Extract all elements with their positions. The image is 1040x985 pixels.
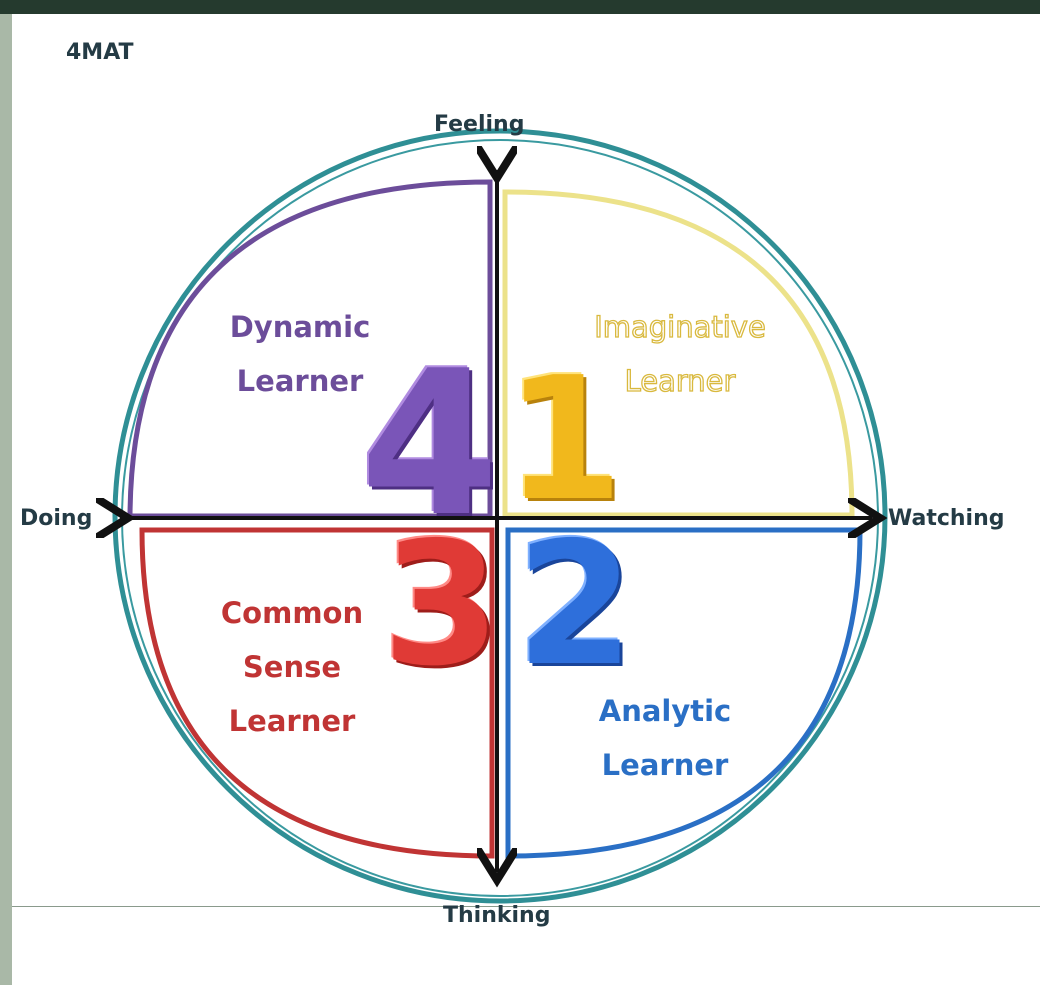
label-line: Learner	[228, 704, 356, 738]
quadrant-4-dynamic	[127, 179, 493, 519]
axis-label-doing: Doing	[20, 506, 93, 531]
diagram-title: 4MAT	[66, 40, 134, 65]
label-common-sense-learner: Common Sense Learner	[192, 586, 392, 748]
quadrant-number-1: 1	[505, 341, 624, 539]
quadrant-number-3: 3	[382, 506, 501, 704]
quadrant-2-analytic	[505, 527, 863, 859]
axis-label-feeling: Feeling	[434, 112, 525, 137]
card-divider	[12, 906, 1040, 907]
axis-label-thinking: Thinking	[443, 903, 551, 928]
label-line: Learner	[624, 363, 736, 398]
label-analytic-learner: Analytic Learner	[565, 684, 765, 792]
label-line: Learner	[601, 748, 729, 782]
label-line: Sense	[242, 650, 342, 684]
label-line: Dynamic	[229, 310, 371, 344]
label-line: Learner	[236, 364, 364, 398]
label-line: Common	[220, 596, 364, 630]
window-top-bar	[0, 0, 1040, 14]
quadrant-1-imaginative	[502, 189, 855, 518]
label-dynamic-learner: Dynamic Learner	[200, 300, 400, 408]
quadrant-3-common-sense	[139, 527, 495, 859]
label-line: Analytic	[598, 694, 732, 728]
quadrant-number-2: 2	[516, 506, 635, 704]
axis-label-watching: Watching	[888, 506, 1005, 531]
label-imaginative-learner: Imaginative Learner	[560, 300, 800, 408]
label-line: Imaginative	[594, 309, 767, 344]
quadrant-number-4: 4	[360, 328, 500, 561]
